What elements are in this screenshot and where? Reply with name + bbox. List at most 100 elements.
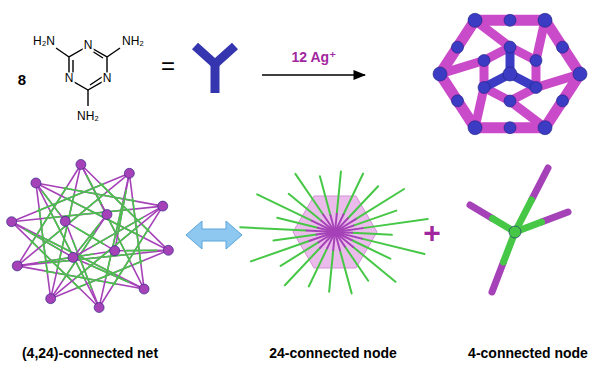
net-link	[39, 254, 94, 263]
node-connection	[281, 242, 319, 266]
net-node	[110, 246, 120, 256]
node-connection	[363, 219, 428, 228]
net-node	[12, 261, 22, 271]
net-link	[127, 250, 157, 252]
node-connection	[352, 233, 392, 235]
net-node	[7, 217, 17, 227]
net-node	[102, 210, 112, 220]
net-link	[73, 215, 107, 258]
node-connection	[340, 250, 352, 293]
node-connection	[329, 250, 333, 292]
node-connection	[362, 239, 425, 254]
cage-joint	[504, 95, 516, 107]
node-connection	[257, 194, 312, 220]
cage-joint	[504, 14, 516, 26]
24-connected-node-figure	[240, 172, 427, 294]
node-connection	[295, 174, 323, 215]
net-link	[73, 206, 163, 257]
net-node	[94, 303, 104, 313]
amine-bond	[56, 48, 69, 57]
node-arm	[532, 168, 549, 200]
cage-structure	[433, 13, 587, 134]
amine-label: H₂N	[32, 35, 56, 48]
net-link	[133, 199, 141, 264]
node-connection	[356, 189, 404, 219]
cage-edge	[440, 74, 475, 128]
node-connection	[273, 235, 316, 241]
net-link	[87, 175, 102, 203]
cage-joint	[452, 95, 464, 107]
net-node	[68, 252, 78, 262]
net-node	[60, 216, 70, 226]
net-link	[99, 206, 163, 307]
net-link	[17, 266, 144, 289]
figure-caption: (4,24)-connected net	[22, 346, 158, 361]
net-link	[51, 206, 163, 299]
node-connection	[335, 232, 340, 250]
ligand-arm	[211, 64, 220, 93]
net-node	[139, 284, 149, 294]
node-connection	[337, 172, 341, 214]
node-connection	[335, 228, 363, 232]
amine-label: NH₂	[121, 35, 145, 48]
melamine-structure	[56, 46, 120, 106]
equals-sign: =	[161, 53, 175, 79]
ligand-arm	[215, 46, 235, 64]
node-center	[509, 226, 521, 238]
net-link	[115, 250, 169, 252]
net-node	[46, 294, 56, 304]
compound-number: 8	[18, 72, 26, 89]
atom-label: N	[102, 72, 113, 85]
node-connection	[343, 174, 363, 215]
cage-joint	[478, 82, 490, 94]
net-link	[25, 230, 59, 250]
cage-joint	[530, 55, 542, 67]
net-link	[51, 164, 81, 298]
node-connection	[345, 247, 368, 281]
cage-joint	[504, 122, 516, 134]
node-connection	[251, 241, 310, 262]
net-link	[113, 228, 149, 285]
net-link	[42, 191, 58, 212]
node-connection	[353, 211, 396, 226]
node-connection	[277, 218, 317, 228]
cage-edge	[545, 20, 580, 74]
cage-joint	[478, 55, 490, 67]
equivalence-arrow	[186, 221, 242, 249]
plus-sign: +	[423, 216, 441, 249]
net-link	[75, 226, 138, 278]
node-arm	[492, 262, 504, 292]
cage-joint	[530, 82, 542, 94]
node-arm	[470, 205, 493, 219]
cage-joint	[433, 67, 447, 81]
node-connection	[320, 176, 331, 215]
net-node	[158, 201, 168, 211]
cage-joint	[557, 41, 569, 53]
net-link	[81, 164, 107, 214]
node-connection	[310, 232, 335, 241]
4-connected-node-figure	[470, 168, 568, 292]
cage-center	[503, 67, 517, 81]
cage-joint	[557, 95, 569, 107]
node-connection	[285, 248, 320, 285]
figure-caption: 4-connected node	[468, 346, 588, 361]
cage-joint	[468, 121, 482, 135]
node-connection	[309, 248, 327, 286]
double-bond	[92, 51, 103, 58]
cage-joint	[504, 41, 516, 53]
reaction-arrow	[262, 74, 365, 76]
amine-bond	[87, 90, 88, 106]
net-link	[81, 224, 100, 248]
net-link	[65, 221, 115, 250]
net-node	[124, 168, 134, 178]
cage-joint	[452, 41, 464, 53]
net-structure	[7, 159, 174, 312]
net-link	[36, 183, 99, 308]
net-link	[12, 222, 144, 289]
net-node	[31, 178, 41, 188]
net-link	[36, 183, 163, 206]
reagent-label: 12 Ag⁺	[292, 50, 337, 65]
node-connection	[289, 194, 321, 221]
net-link	[36, 183, 168, 250]
net-link	[50, 210, 85, 280]
